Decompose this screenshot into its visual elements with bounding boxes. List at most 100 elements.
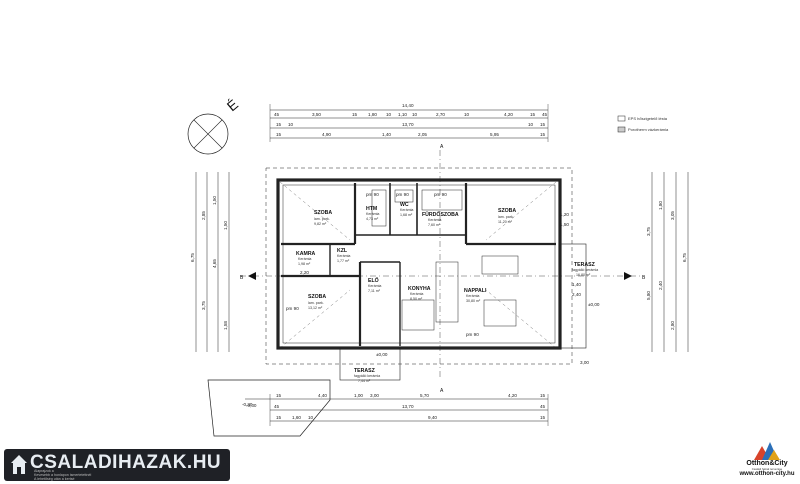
roof-outline — [265, 167, 573, 365]
room-furdoszoba: FÜRDŐSZOBA Kerámia 7,60 m² — [422, 211, 459, 227]
brand-tagline: Családi házak tervezése — [751, 467, 783, 471]
dim-label: 10 — [386, 112, 392, 117]
room-name: KZL — [337, 248, 348, 254]
dim-label: ±0,00 — [588, 302, 600, 307]
dim-label: 45 — [540, 404, 546, 409]
dim-label: 13,70 — [402, 404, 414, 409]
room-wc: WC Kerámia 1,68 m² — [400, 202, 413, 217]
terrace-east — [559, 243, 587, 349]
room-name: SZOBA — [314, 210, 332, 216]
dim-label: 3,75 — [201, 301, 206, 310]
dim-label: 5,70 — [420, 393, 429, 398]
dim-label: 1,80 — [658, 201, 663, 210]
room-name: TERASZ — [574, 262, 596, 268]
dim-label: 15 — [540, 132, 546, 137]
room-kamra: KAMRA Kerámia 1,98 m² — [296, 251, 316, 266]
room-floor: Kerámia — [466, 294, 479, 298]
dim-label: 10 — [308, 415, 314, 420]
room-floor: Kerámia — [298, 257, 311, 261]
dim-label: 1,40 — [382, 132, 391, 137]
north-label: É — [224, 96, 241, 114]
room-area: 8,50 m² — [410, 297, 423, 301]
dim-label: 1,00 — [354, 393, 363, 398]
dim-label: pm 90 — [466, 332, 479, 337]
dim-label: 45 — [274, 112, 280, 117]
room-floor: fagyálló kerámia — [572, 268, 598, 272]
room-floor: lam. park. — [308, 301, 324, 305]
dim-label: 15 — [276, 132, 282, 137]
section-label-top: A — [440, 144, 444, 150]
dim-label: 1,20 — [560, 212, 569, 217]
dim-label: pm 90 — [396, 192, 409, 197]
dim-label: 9,40 — [428, 415, 437, 420]
dim-label: 13,70 — [402, 122, 414, 127]
room-szoba-1: SZOBA lam. park. 9,82 m² — [314, 210, 332, 226]
dim-label: 1,58 — [223, 321, 228, 330]
dim-label: 6,75 — [190, 253, 195, 262]
dim-label: 1,50 — [212, 196, 217, 205]
dim-label: -0,30 — [246, 403, 257, 408]
room-name: KONYHA — [408, 286, 431, 292]
dim-label: 45 — [542, 112, 548, 117]
room-floor: fagyálló kerámia — [354, 374, 380, 378]
brand-name: Otthon&City — [746, 460, 788, 467]
room-area: 9,82 m² — [314, 222, 327, 226]
room-szoba-2: SZOBA lam. park. 11,20 m² — [498, 208, 516, 224]
dim-label: 5,80 — [646, 291, 651, 300]
room-htm: HTM Kerámia 4,73 m² — [366, 206, 379, 221]
dim-top-total: 14,40 — [402, 103, 414, 108]
dim-label: 10 — [464, 112, 470, 117]
room-name: KAMRA — [296, 251, 316, 257]
dim-label: 4,40 — [318, 393, 327, 398]
compass-circle — [187, 113, 229, 155]
site-logo: CSALADIHAZAK.HU Alaprajzok a Kevesebb a … — [4, 449, 230, 481]
room-area: 4,73 m² — [366, 217, 379, 221]
dim-label: pm 90 — [434, 192, 447, 197]
dim-label: 3,50 — [312, 112, 321, 117]
room-area: 1,68 m² — [400, 213, 413, 217]
sofa — [481, 255, 519, 275]
room-floor: Kerámia — [368, 284, 381, 288]
room-szoba-3: SZOBA lam. park. 13,12 m² — [308, 294, 326, 310]
dim-label: 2,40 — [658, 281, 663, 290]
outer-wall — [276, 178, 562, 350]
dim-label: 1,80 — [368, 112, 377, 117]
terrace-south — [339, 347, 401, 381]
room-nappali: NAPPALI Kerámia 30,80 m² — [464, 288, 487, 303]
room-area: 16,80 m² — [576, 273, 591, 277]
dim-label: 2,70 — [436, 112, 445, 117]
room-name: HTM — [366, 206, 377, 212]
dim-label: 10 — [288, 122, 294, 127]
dim-label: 3,00 — [580, 360, 589, 365]
dim-label: 15 — [540, 393, 546, 398]
dim-label: 45 — [274, 404, 280, 409]
dim-label: 4,20 — [508, 393, 517, 398]
room-area: 7,44 m² — [358, 379, 371, 383]
brand-block: Otthon&City Családi házak tervezése www.… — [736, 440, 798, 484]
dim-label: 1,50 — [560, 222, 569, 227]
room-terasz-south: TERASZ fagyálló kerámia 7,44 m² — [354, 368, 380, 383]
room-kzl: KZL Kerámia 1,77 m² — [337, 248, 350, 263]
brand-url[interactable]: www.otthon-city.hu — [739, 471, 795, 477]
dim-label: 1,50 — [223, 221, 228, 230]
dim-label: 2,85 — [201, 211, 206, 220]
room-area: 1,77 m² — [337, 259, 350, 263]
room-area: 1,98 m² — [298, 262, 311, 266]
dim-label: 4,65 — [212, 259, 217, 268]
room-elo: ELŐ Kerámia 7,11 m² — [368, 277, 381, 293]
dim-label: pm 90 — [366, 192, 379, 197]
dim-label: 15 — [276, 393, 282, 398]
houses-icon — [754, 442, 780, 460]
section-label-left: B — [240, 275, 244, 281]
path — [207, 379, 331, 437]
dim-label: 6,75 — [682, 253, 687, 262]
room-floor: Kerámia — [400, 208, 413, 212]
room-name: TERASZ — [354, 368, 376, 374]
room-area: 11,20 m² — [498, 220, 513, 224]
dim-label: 1,10 — [398, 112, 407, 117]
dim-label: 15 — [352, 112, 358, 117]
dim-label: 4,90 — [322, 132, 331, 137]
dining-table — [435, 261, 459, 323]
room-area: 7,11 m² — [368, 289, 381, 293]
